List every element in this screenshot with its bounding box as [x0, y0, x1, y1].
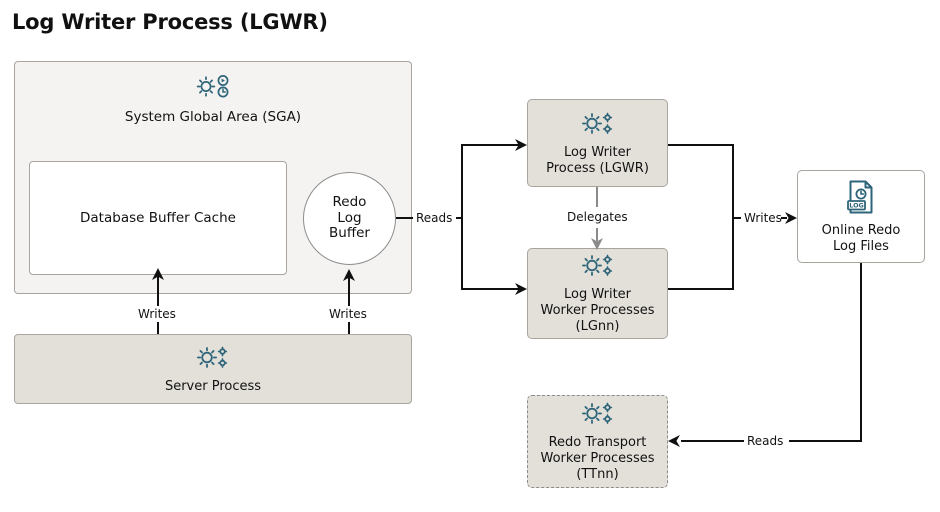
page-title: Log Writer Process (LGWR)	[12, 10, 328, 34]
redo-log-buffer-line3: Buffer	[329, 225, 370, 242]
edge-label-delegates: Delegates	[564, 210, 631, 224]
edge-writes-to-files	[781, 217, 787, 219]
edge-reads-vertical-spine	[461, 144, 463, 290]
log-file-icon: LOG	[844, 179, 878, 219]
edge-label-reads-buffer: Reads	[413, 211, 456, 225]
edge-writes-redo-upper	[348, 277, 350, 306]
orl-line2: Log Files	[833, 238, 889, 254]
server-process-label: Server Process	[164, 378, 262, 394]
edge-writes-from-lgnn	[668, 288, 734, 290]
edge-reads-stub-to-spine	[456, 217, 463, 219]
lgwr-line1: Log Writer	[563, 144, 631, 160]
sga-header: System Global Area (SGA)	[15, 62, 411, 304]
edge-reads-files-left-seg	[681, 440, 744, 442]
log-file-badge-text: LOG	[849, 201, 864, 209]
log-writer-worker-processes-label: Log Writer Worker Processes (LGnn)	[540, 287, 654, 335]
edge-reads-to-lgnn	[461, 288, 519, 290]
ttnn-line2: Worker Processes	[540, 451, 655, 467]
edge-delegates-lower	[596, 228, 598, 241]
edge-label-reads-files: Reads	[744, 434, 787, 448]
edge-reads-to-lgwr	[461, 144, 519, 146]
edge-delegates-arrowhead	[591, 238, 603, 250]
edge-reads-files-vertical	[860, 263, 862, 441]
edge-writes-cache-upper	[157, 276, 159, 306]
edge-delegates-upper	[596, 187, 598, 207]
online-redo-log-files-node: LOG Online Redo Log Files	[797, 170, 925, 263]
online-redo-log-files-label: Online Redo Log Files	[822, 223, 901, 255]
log-writer-process-label: Log Writer Process (LGWR)	[546, 145, 649, 177]
edge-writes-redo-lower	[348, 322, 350, 334]
redo-log-buffer-label: Redo Log Buffer	[329, 194, 370, 242]
edge-label-writes-files: Writes	[741, 211, 785, 225]
edge-writes-stub-right	[734, 217, 741, 219]
database-buffer-cache: Database Buffer Cache	[29, 161, 287, 275]
redo-transport-worker-processes-node: Redo Transport Worker Processes (TTnn)	[527, 395, 668, 488]
gears-icon	[579, 400, 617, 431]
lgwr-line2: Process (LGWR)	[546, 160, 649, 176]
redo-log-buffer: Redo Log Buffer	[303, 172, 396, 265]
log-writer-process-node: Log Writer Process (LGWR)	[527, 99, 668, 187]
redo-log-buffer-line1: Redo	[332, 194, 367, 211]
edge-reads-to-lgwr-arrowhead	[515, 139, 527, 151]
edge-writes-from-lgwr	[668, 144, 734, 146]
lgnn-line1: Log Writer	[563, 287, 632, 303]
redo-transport-worker-processes-label: Redo Transport Worker Processes (TTnn)	[540, 435, 654, 483]
ttnn-line1: Redo Transport	[548, 435, 647, 451]
edge-reads-to-lgnn-arrowhead	[515, 283, 527, 295]
edge-writes-redo-arrowhead	[343, 269, 355, 281]
lgnn-line2: Worker Processes	[540, 303, 655, 319]
edge-reads-files-arrowhead	[668, 435, 680, 447]
edge-writes-cache-lower	[157, 322, 159, 334]
edge-reads-files-right-seg	[789, 440, 862, 442]
edge-writes-cache-arrowhead	[152, 268, 164, 280]
lgnn-line3: (LGnn)	[575, 318, 620, 334]
ttnn-line3: (TTnn)	[576, 466, 619, 482]
gears-icon	[579, 110, 617, 141]
log-writer-worker-processes-node: Log Writer Worker Processes (LGnn)	[527, 248, 668, 339]
server-process: Server Process	[14, 334, 412, 404]
gears-icon	[194, 344, 232, 375]
edge-label-writes-redo: Writes	[326, 307, 370, 321]
edge-reads-stub-from-buffer	[396, 217, 413, 219]
orl-line1: Online Redo	[821, 222, 901, 238]
database-buffer-cache-label: Database Buffer Cache	[80, 210, 236, 226]
sga-label: System Global Area (SGA)	[124, 109, 302, 125]
gear-clock-icon	[193, 73, 233, 105]
gears-icon	[579, 252, 617, 283]
edge-writes-to-files-arrowhead	[785, 212, 797, 224]
edge-label-writes-cache: Writes	[135, 307, 179, 321]
edge-writes-merge-spine	[732, 144, 734, 290]
redo-log-buffer-line2: Log	[337, 209, 362, 226]
